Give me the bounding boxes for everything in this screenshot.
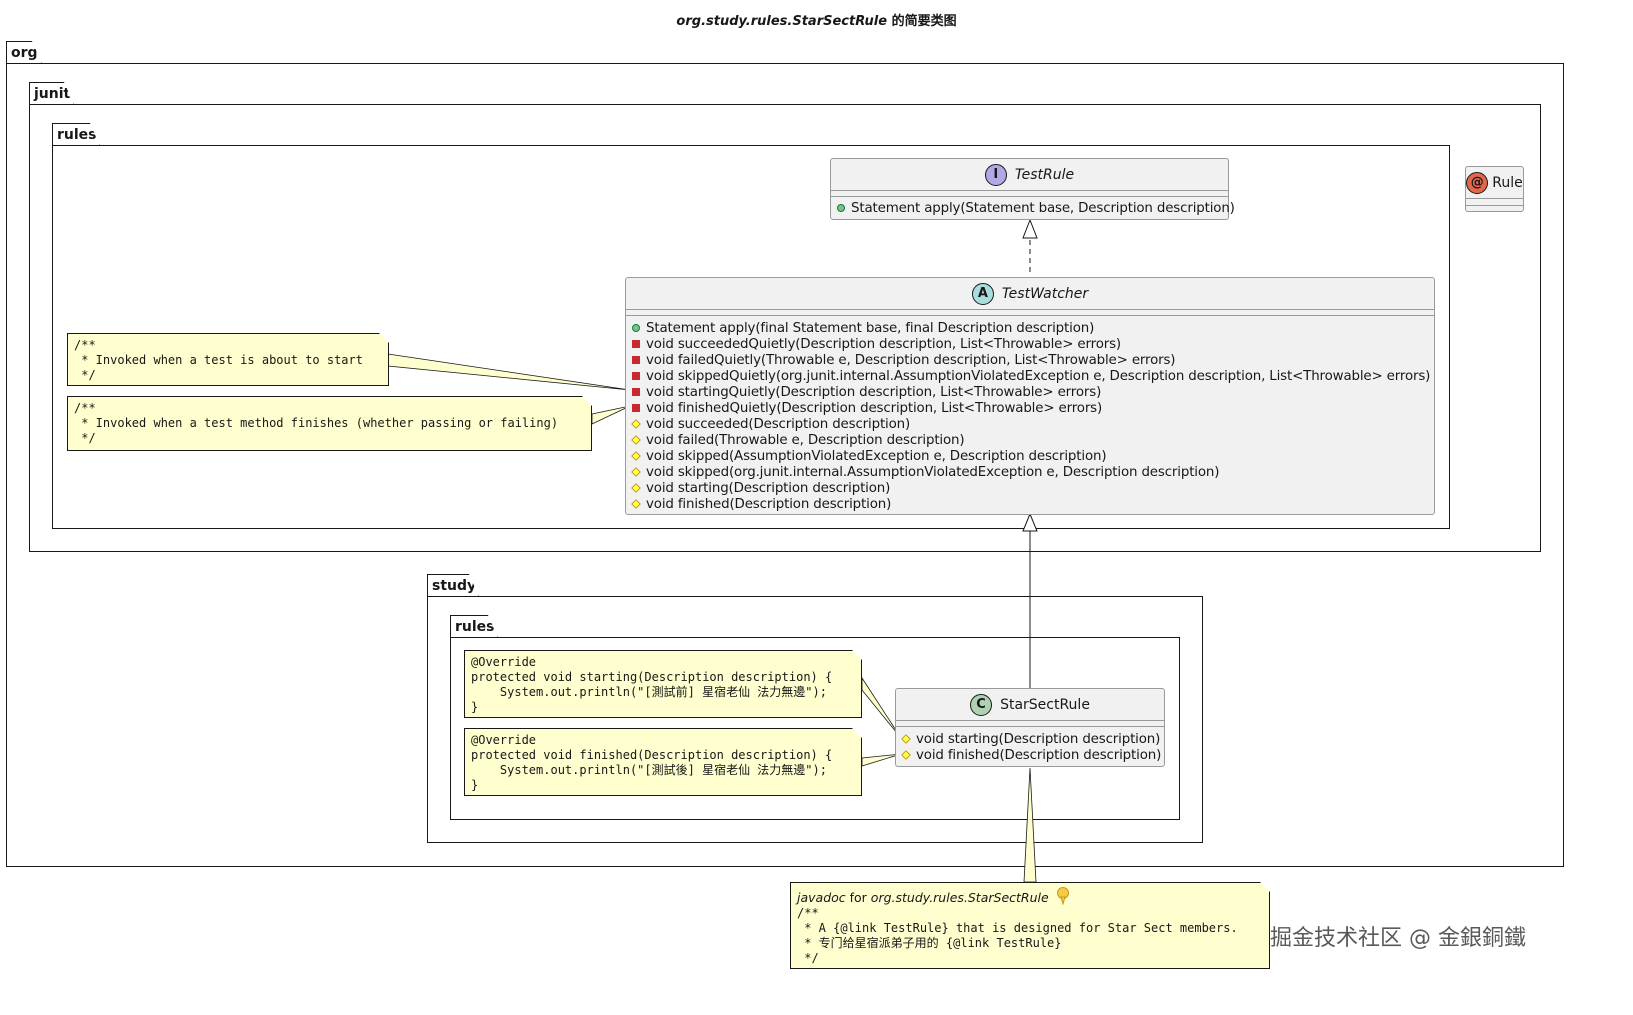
method-row: void skipped(org.junit.internal.Assumpti… bbox=[631, 464, 1430, 480]
diagram-title: org.study.rules.StarSectRule 的简要类图 bbox=[0, 10, 1633, 29]
class-starsectrule-members: void starting(Description description) v… bbox=[901, 731, 1162, 763]
public-visibility-icon bbox=[632, 324, 640, 332]
method-signature: void starting(Description description) bbox=[916, 731, 1161, 747]
package-org-tab[interactable]: org bbox=[6, 41, 42, 64]
watermark: 掘金技术社区 @ 金銀銅鐵 bbox=[1270, 926, 1526, 951]
javadoc-for: for bbox=[845, 890, 871, 905]
protected-visibility-icon bbox=[631, 451, 641, 461]
class-testwatcher-members: Statement apply(final Statement base, fi… bbox=[631, 320, 1430, 512]
package-junit-tab[interactable]: junit bbox=[29, 82, 74, 105]
class-divider bbox=[626, 309, 1434, 310]
package-study-tab[interactable]: study bbox=[427, 574, 479, 597]
javadoc-label: javadoc bbox=[797, 890, 846, 905]
class-testwatcher[interactable]: A TestWatcher Statement apply(final Stat… bbox=[625, 277, 1435, 515]
private-visibility-icon bbox=[632, 356, 640, 364]
protected-visibility-icon bbox=[631, 419, 641, 429]
method-row: void starting(Description description) bbox=[901, 731, 1161, 747]
method-signature: void finished(Description description) bbox=[916, 747, 1162, 763]
method-signature: void skipped(org.junit.internal.Assumpti… bbox=[646, 464, 1220, 480]
method-row: void failedQuietly(Throwable e, Descript… bbox=[632, 352, 1430, 368]
method-row: void succeededQuietly(Description descri… bbox=[632, 336, 1430, 352]
protected-visibility-icon bbox=[631, 435, 641, 445]
annotation-rule[interactable]: @ Rule bbox=[1465, 166, 1524, 212]
class-divider bbox=[896, 726, 1164, 727]
class-divider bbox=[831, 190, 1228, 191]
private-visibility-icon bbox=[632, 372, 640, 380]
javadoc-fqcn: org.study.rules.StarSectRule bbox=[870, 890, 1049, 905]
method-signature: void startingQuietly(Description descrip… bbox=[646, 384, 1102, 400]
private-visibility-icon bbox=[632, 404, 640, 412]
method-row: void finishedQuietly(Description descrip… bbox=[632, 400, 1430, 416]
note-finished-code: @Override protected void finished(Descri… bbox=[464, 728, 862, 796]
method-row: Statement apply(Statement base, Descript… bbox=[837, 200, 1235, 216]
class-testwatcher-header: A TestWatcher bbox=[626, 278, 1434, 309]
private-visibility-icon bbox=[632, 340, 640, 348]
class-starsectrule-name: StarSectRule bbox=[1000, 696, 1090, 713]
class-divider bbox=[831, 196, 1228, 197]
method-signature: void finished(Description description) bbox=[646, 496, 892, 512]
javadoc-body: /** * A {@link TestRule} that is designe… bbox=[797, 906, 1238, 965]
method-row: void starting(Description description) bbox=[631, 480, 1430, 496]
javadoc-header: javadoc for org.study.rules.StarSectRule bbox=[797, 890, 1049, 905]
note-javadoc: javadoc for org.study.rules.StarSectRule… bbox=[790, 882, 1270, 969]
protected-visibility-icon bbox=[631, 483, 641, 493]
method-signature: Statement apply(final Statement base, fi… bbox=[646, 320, 1095, 336]
abstract-class-icon: A bbox=[971, 282, 994, 305]
class-testrule-header: I TestRule bbox=[831, 159, 1228, 190]
method-signature: void finishedQuietly(Description descrip… bbox=[646, 400, 1103, 416]
class-icon: C bbox=[970, 693, 993, 716]
method-signature: void starting(Description description) bbox=[646, 480, 891, 496]
protected-visibility-icon bbox=[631, 499, 641, 509]
title-suffix: 的简要类图 bbox=[887, 14, 957, 29]
pin-icon bbox=[1056, 887, 1070, 905]
class-starsectrule[interactable]: C StarSectRule void starting(Description… bbox=[895, 688, 1165, 767]
method-row: void startingQuietly(Description descrip… bbox=[632, 384, 1430, 400]
package-study-label: study bbox=[432, 578, 477, 594]
class-testrule[interactable]: I TestRule Statement apply(Statement bas… bbox=[830, 158, 1235, 220]
title-fqcn: org.study.rules.StarSectRule bbox=[676, 14, 888, 29]
method-signature: void succeededQuietly(Description descri… bbox=[646, 336, 1121, 352]
class-testwatcher-name: TestWatcher bbox=[1001, 285, 1089, 302]
method-row: void skipped(AssumptionViolatedException… bbox=[631, 448, 1430, 464]
method-signature: void failed(Throwable e, Description des… bbox=[646, 432, 965, 448]
protected-visibility-icon bbox=[901, 750, 911, 760]
package-study-rules-label: rules bbox=[455, 619, 495, 635]
package-org-label: org bbox=[11, 45, 38, 61]
method-signature: Statement apply(Statement base, Descript… bbox=[851, 200, 1235, 216]
package-junit-rules-label: rules bbox=[57, 127, 97, 143]
package-junit-rules-tab[interactable]: rules bbox=[52, 123, 100, 146]
interface-icon: I bbox=[984, 163, 1007, 186]
class-testrule-members: Statement apply(Statement base, Descript… bbox=[837, 200, 1235, 216]
protected-visibility-icon bbox=[631, 467, 641, 477]
class-testrule-name: TestRule bbox=[1014, 166, 1075, 183]
note-starting-code: @Override protected void starting(Descri… bbox=[464, 650, 862, 718]
method-row: Statement apply(final Statement base, fi… bbox=[632, 320, 1430, 336]
package-junit-label: junit bbox=[34, 86, 71, 102]
method-signature: void succeeded(Description description) bbox=[646, 416, 911, 432]
note-starting-doc: /** * Invoked when a test is about to st… bbox=[67, 333, 389, 386]
protected-visibility-icon bbox=[901, 734, 911, 744]
class-starsectrule-header: C StarSectRule bbox=[896, 689, 1164, 720]
class-divider bbox=[1466, 205, 1523, 206]
method-row: void succeeded(Description description) bbox=[631, 416, 1430, 432]
public-visibility-icon bbox=[837, 204, 845, 212]
method-row: void finished(Description description) bbox=[901, 747, 1162, 763]
method-row: void skippedQuietly(org.junit.internal.A… bbox=[632, 368, 1430, 384]
package-study-rules-tab[interactable]: rules bbox=[450, 615, 498, 638]
method-row: void failed(Throwable e, Description des… bbox=[631, 432, 1430, 448]
private-visibility-icon bbox=[632, 388, 640, 396]
annotation-icon: @ bbox=[1466, 171, 1489, 194]
method-signature: void skippedQuietly(org.junit.internal.A… bbox=[646, 368, 1431, 384]
class-divider bbox=[896, 720, 1164, 721]
note-finished-doc: /** * Invoked when a test method finishe… bbox=[67, 396, 592, 451]
class-divider bbox=[626, 315, 1434, 316]
annotation-rule-name: Rule bbox=[1492, 174, 1523, 191]
method-signature: void failedQuietly(Throwable e, Descript… bbox=[646, 352, 1176, 368]
method-row: void finished(Description description) bbox=[631, 496, 1430, 512]
method-signature: void skipped(AssumptionViolatedException… bbox=[646, 448, 1107, 464]
annotation-rule-header: @ Rule bbox=[1466, 167, 1523, 198]
class-divider bbox=[1466, 198, 1523, 199]
